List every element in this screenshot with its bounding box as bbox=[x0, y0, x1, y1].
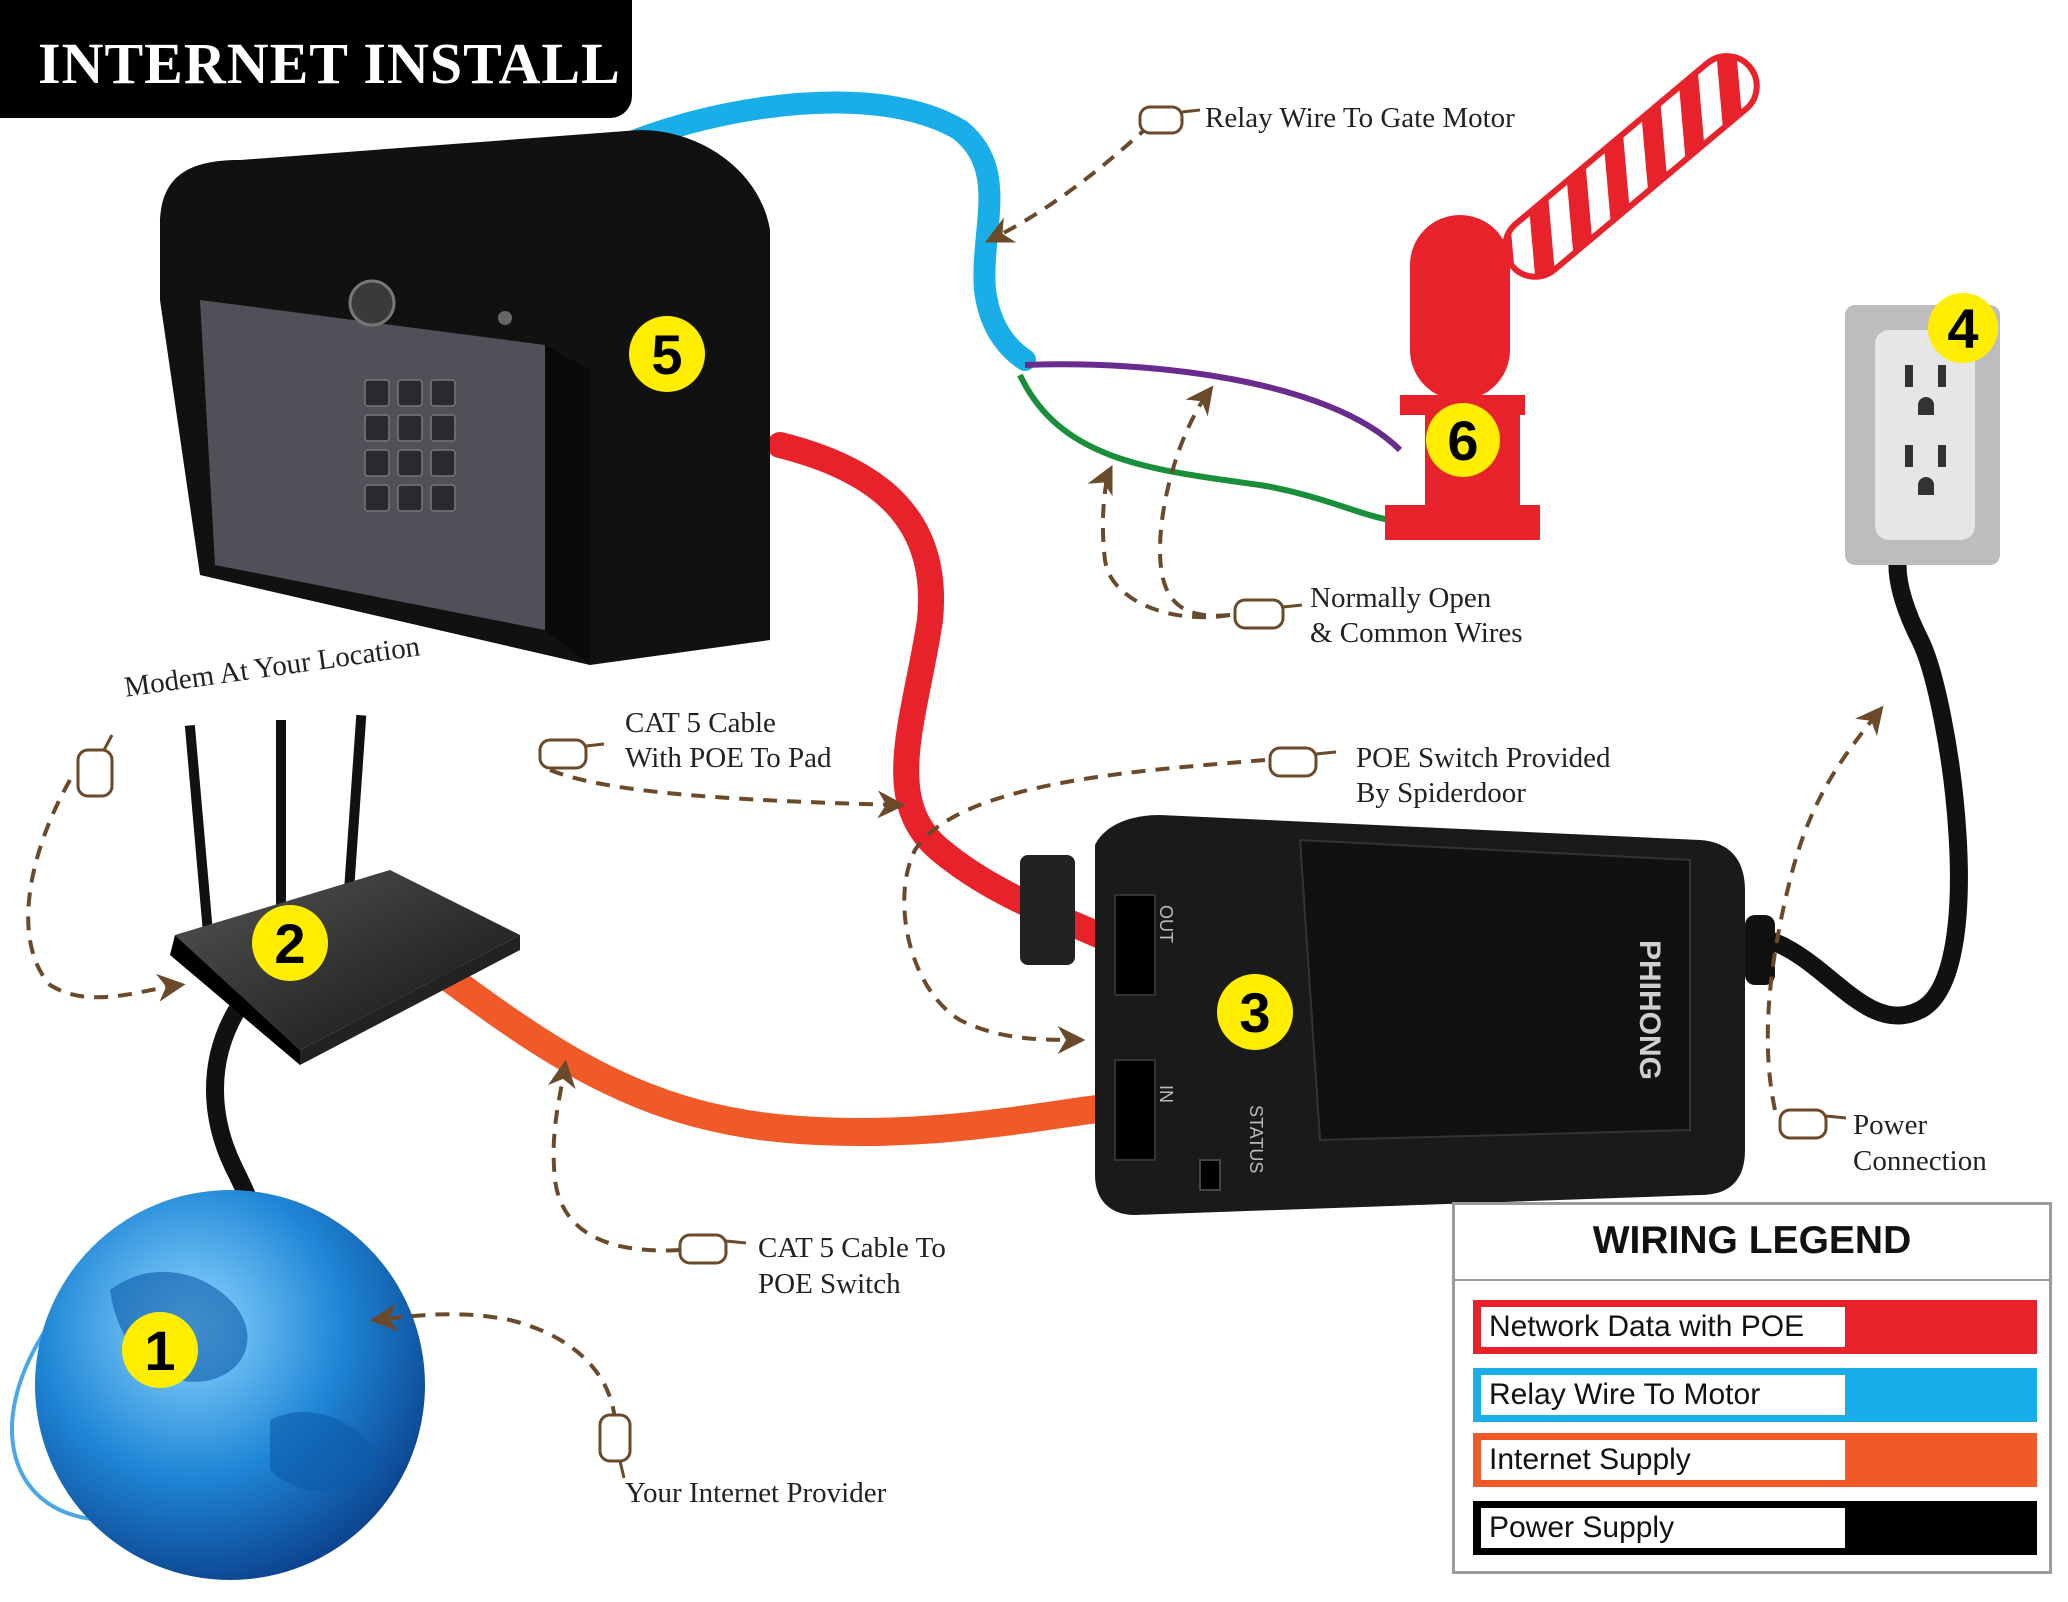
label-internet-provider: Your Internet Provider bbox=[625, 1477, 887, 1509]
poe-brand-text: PHIHONG bbox=[1633, 940, 1666, 1080]
hand-icon-power bbox=[1778, 1108, 1847, 1140]
legend-label: Power Supply bbox=[1481, 1508, 1845, 1548]
svg-text:4: 4 bbox=[1947, 297, 1978, 360]
legend-item-power: Power Supply bbox=[1473, 1501, 2037, 1555]
legend-label: Relay Wire To Motor bbox=[1481, 1375, 1845, 1415]
badge-4: 4 bbox=[1928, 293, 1998, 363]
callout-arrows bbox=[26, 123, 1884, 1421]
label-cat5-switch-2: POE Switch bbox=[758, 1268, 901, 1300]
relay-wire bbox=[569, 91, 1036, 371]
number-badges: 1 2 3 4 5 6 bbox=[122, 293, 1998, 1388]
keypad-keys bbox=[364, 379, 456, 512]
badge-3: 3 bbox=[1217, 974, 1293, 1050]
svg-text:5: 5 bbox=[651, 323, 682, 386]
hand-icon-internet bbox=[598, 1413, 632, 1479]
status-label: STATUS bbox=[1246, 1105, 1266, 1173]
label-cat5-poe-1: CAT 5 Cable bbox=[625, 707, 776, 739]
svg-text:3: 3 bbox=[1239, 981, 1270, 1044]
svg-text:2: 2 bbox=[274, 912, 305, 975]
label-cat5-switch-1: CAT 5 Cable To bbox=[758, 1232, 946, 1264]
keypad-key bbox=[430, 379, 456, 407]
legend-label: Network Data with POE bbox=[1481, 1307, 1845, 1347]
wall-outlet bbox=[1845, 305, 2000, 565]
internet-supply-wire bbox=[431, 961, 1149, 1147]
label-relay-wire: Relay Wire To Gate Motor bbox=[1205, 102, 1515, 134]
globe bbox=[10, 1190, 425, 1580]
label-normally-open-2: & Common Wires bbox=[1310, 617, 1523, 649]
keypad-box bbox=[160, 130, 770, 665]
hand-icon-relay bbox=[1138, 105, 1201, 135]
svg-text:1: 1 bbox=[144, 1319, 175, 1382]
label-cat5-poe-2: With POE To Pad bbox=[625, 742, 832, 774]
power-wire bbox=[1736, 511, 1968, 1025]
hand-icon-normally-open bbox=[1233, 598, 1303, 630]
keypad-key bbox=[397, 414, 423, 442]
keypad-key bbox=[397, 379, 423, 407]
legend-item-internet: Internet Supply bbox=[1473, 1433, 2037, 1487]
legend-title: WIRING LEGEND bbox=[1592, 1219, 1912, 1262]
legend-item-network-poe: Network Data with POE bbox=[1473, 1300, 2037, 1354]
keypad-key bbox=[397, 484, 423, 512]
legend-item-relay: Relay Wire To Motor bbox=[1473, 1368, 2037, 1422]
keypad-key bbox=[364, 449, 390, 477]
hand-icon-modem bbox=[76, 734, 114, 798]
page-title: INTERNET INSTALL bbox=[38, 31, 621, 96]
label-power-2: Connection bbox=[1853, 1145, 1987, 1177]
purple-wire bbox=[1024, 361, 1403, 453]
badge-1: 1 bbox=[122, 1312, 198, 1388]
port-out-label: OUT bbox=[1156, 905, 1176, 943]
legend-divider bbox=[1455, 1279, 2049, 1281]
modem-router bbox=[170, 714, 520, 1065]
title-banner: INTERNET INSTALL bbox=[0, 0, 632, 118]
keypad-key bbox=[430, 414, 456, 442]
pointing-hand-icons bbox=[76, 105, 1847, 1479]
svg-text:6: 6 bbox=[1447, 409, 1478, 472]
label-power-1: Power bbox=[1853, 1109, 1928, 1141]
port-in-label: IN bbox=[1156, 1085, 1176, 1103]
keypad-key bbox=[430, 484, 456, 512]
hand-icon-cat5-poe bbox=[538, 738, 605, 770]
poe-switch: PHIHONG OUT IN STATUS bbox=[1020, 815, 1775, 1215]
keypad-key bbox=[364, 414, 390, 442]
green-wire bbox=[1017, 373, 1391, 523]
keypad-key bbox=[364, 484, 390, 512]
hand-icon-cat5-switch bbox=[678, 1233, 747, 1265]
keypad-key bbox=[364, 379, 390, 407]
label-poe-switch-2: By Spiderdoor bbox=[1356, 777, 1526, 809]
hand-icon-poe-switch bbox=[1268, 746, 1337, 778]
wiring-legend: WIRING LEGEND Network Data with POE Rela… bbox=[1452, 1202, 2052, 1574]
keypad-key bbox=[430, 449, 456, 477]
keypad-key bbox=[397, 449, 423, 477]
label-normally-open-1: Normally Open bbox=[1310, 582, 1492, 614]
badge-2: 2 bbox=[252, 905, 328, 981]
badge-5: 5 bbox=[629, 316, 705, 392]
legend-label: Internet Supply bbox=[1481, 1440, 1845, 1480]
label-poe-switch-1: POE Switch Provided bbox=[1356, 742, 1611, 774]
badge-6: 6 bbox=[1426, 403, 1500, 477]
